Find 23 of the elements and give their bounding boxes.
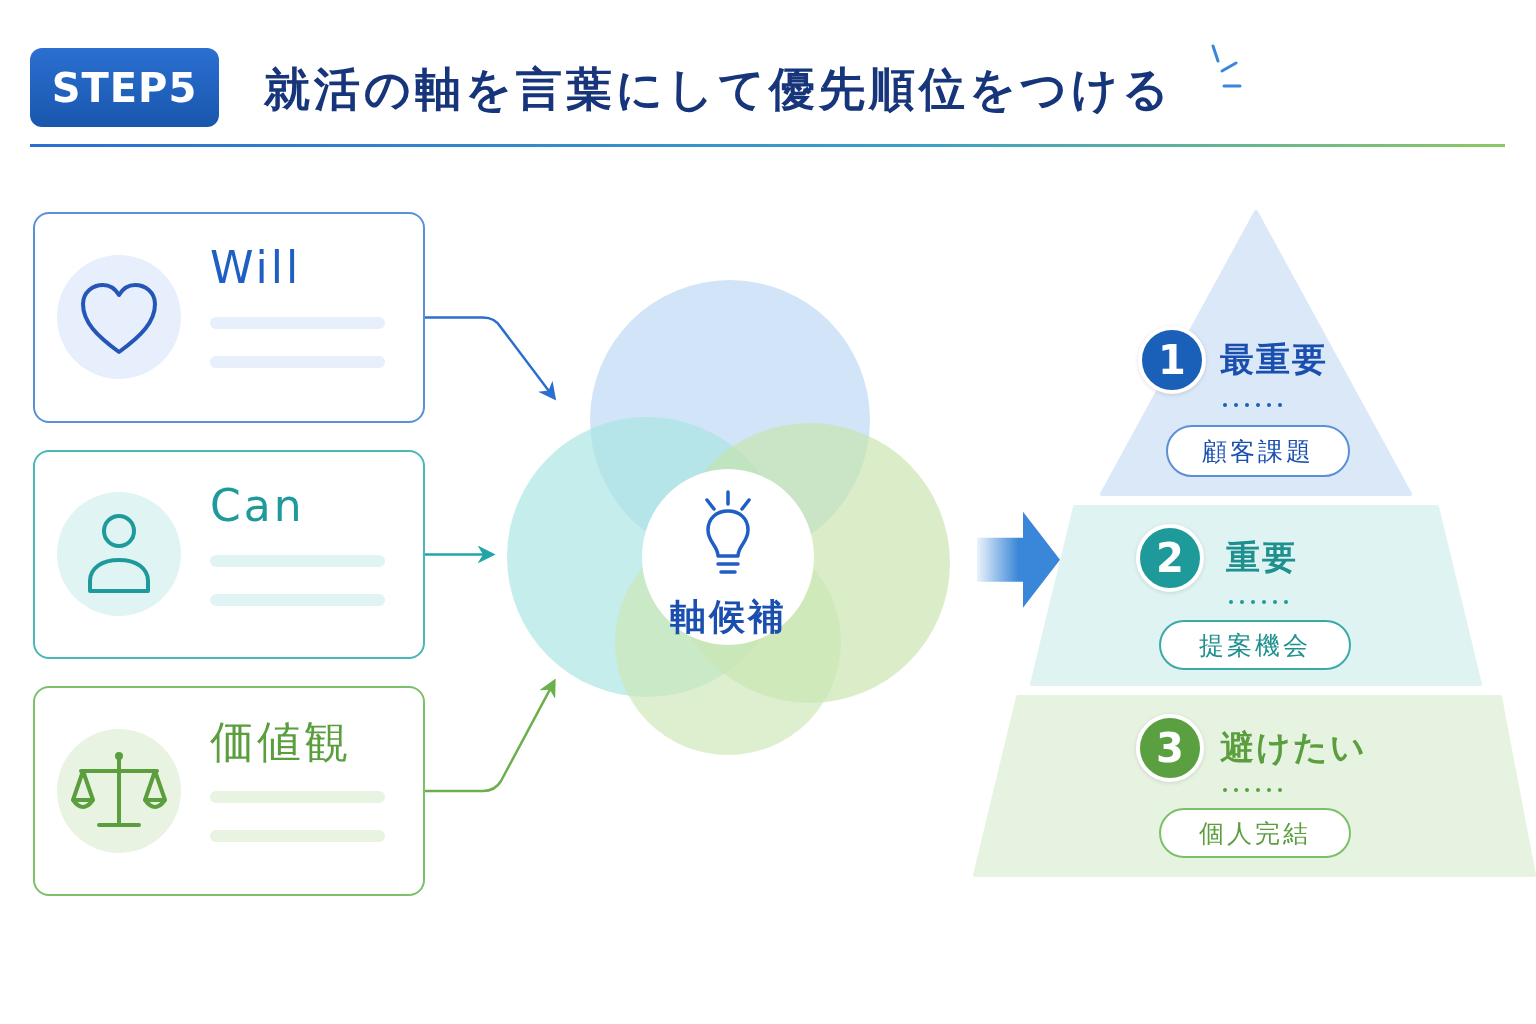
pyramid-tier <box>1100 210 1412 496</box>
card <box>33 450 425 659</box>
page-title: 就活の軸を言葉にして優先順位をつける <box>264 61 1173 118</box>
block-arrow <box>977 511 1060 608</box>
keyword-pill: 顧客課題 <box>1166 425 1350 477</box>
pyramid-tier <box>973 695 1536 877</box>
card-heading: Can <box>210 479 305 533</box>
venn-diagram <box>506 280 952 756</box>
tier-heading: 重要 <box>1226 536 1298 579</box>
pyramid-tier <box>1030 505 1482 686</box>
center-label: 軸候補 <box>668 595 788 639</box>
arrow <box>425 678 556 793</box>
tier-heading: 避けたい <box>1220 726 1367 769</box>
keyword-pill: 個人完結 <box>1159 808 1351 858</box>
arrow <box>425 316 557 401</box>
card <box>33 686 425 896</box>
card-heading: 価値観 <box>210 715 351 769</box>
arrow <box>425 545 496 564</box>
step-badge: STEP5 <box>30 48 219 127</box>
card <box>33 212 425 423</box>
keyword-pill: 提案機会 <box>1159 620 1351 670</box>
card-heading: Will <box>210 241 302 295</box>
tier-heading: 最重要 <box>1220 338 1328 381</box>
